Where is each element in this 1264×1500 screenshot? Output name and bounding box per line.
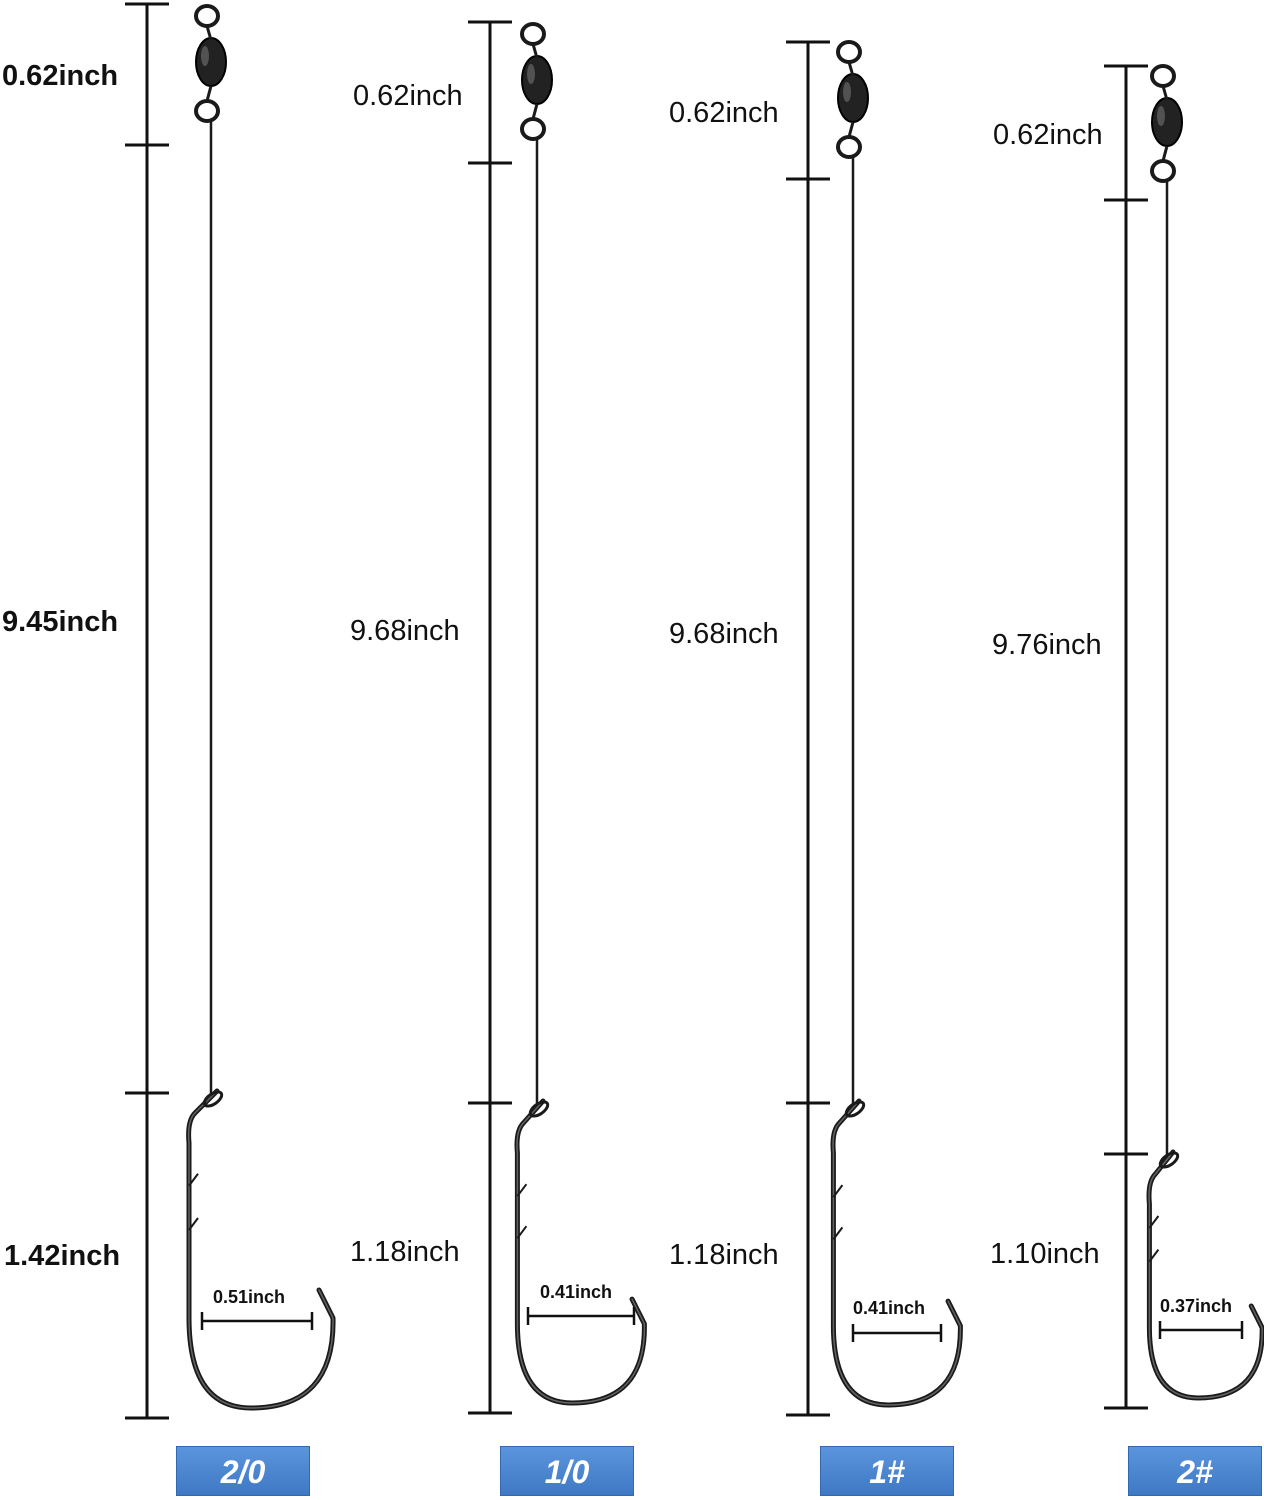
rig-2-hook-eye (528, 1100, 550, 1118)
rig-3-swivel-length: 0.62inch (669, 97, 779, 129)
rig-4-swivel-link (1161, 85, 1169, 101)
rig-2-swivel-length: 0.62inch (353, 80, 463, 112)
rig-4-hook-shine (1148, 1151, 1263, 1399)
rig-1-hook-length: 1.42inch (4, 1240, 121, 1272)
rig-1-leader-length: 9.45inch (2, 606, 119, 638)
rig-4-swivel-top-eye (1150, 64, 1176, 88)
rig-2-leader-length: 9.68inch (350, 615, 460, 647)
rig-2-swivel-highlight (527, 64, 535, 84)
rig-2-swivel-top-eye (520, 22, 546, 46)
rig-4-hook-length: 1.10inch (990, 1238, 1100, 1270)
rig-4-swivel-barrel (1151, 97, 1183, 147)
rig-3-swivel-link (847, 61, 855, 77)
rig-4-swivel-length: 0.62inch (993, 119, 1103, 151)
rig-3-size-badge: 1# (820, 1446, 954, 1496)
rig-1-size-badge: 2/0 (176, 1446, 310, 1496)
rig-3-swivel-barrel (837, 73, 869, 123)
rig-3-swivel-top-eye (836, 40, 862, 64)
rig-3-hook-barb (832, 1226, 844, 1241)
rig-2-hook-gap: 0.41inch (540, 1282, 613, 1302)
rig-1-swivel-link (205, 85, 213, 102)
rig-4-size-badge: 2# (1128, 1446, 1262, 1496)
rig-1-hook-shine (187, 1090, 334, 1409)
rig-3-swivel-bottom-eye (836, 135, 862, 159)
rig-4-hook-gap: 0.37inch (1160, 1296, 1233, 1316)
rig-4-hook-eye (1158, 1151, 1180, 1169)
rig-2-swivel-bottom-eye (520, 117, 546, 141)
rig-4-swivel-highlight (1157, 106, 1165, 126)
rig-3-hook-shine (832, 1100, 962, 1406)
rig-3-hook (830, 1098, 963, 1408)
rig-2-hook (514, 1098, 647, 1406)
rig-4-swivel-link (1161, 145, 1169, 162)
rig-2-hook-shine (516, 1100, 646, 1404)
rig-1-swivel-top-eye (194, 4, 220, 28)
rig-1-hook (186, 1088, 336, 1411)
rig-1-swivel-link (205, 25, 213, 41)
rig-2-hook-barb (516, 1183, 528, 1197)
rig-2-swivel-link (531, 43, 539, 59)
rig-2-swivel-link (531, 103, 539, 120)
rig-2-hook-length: 1.18inch (350, 1236, 460, 1268)
rig-4-hook (1146, 1149, 1264, 1401)
rig-3-hook-gap: 0.41inch (853, 1298, 926, 1318)
rig-1-hook-barb (188, 1173, 199, 1187)
rig-2-size-badge: 1/0 (500, 1446, 634, 1496)
rig-1-swivel-barrel (195, 37, 227, 87)
rig-1-swivel-length: 0.62inch (2, 60, 119, 92)
rig-3-swivel-highlight (843, 82, 851, 102)
rig-3-hook-length: 1.18inch (669, 1239, 779, 1271)
rig-1-swivel-highlight (201, 46, 209, 66)
rig-4-swivel-bottom-eye (1150, 159, 1176, 183)
rig-2-hook-barb (516, 1225, 528, 1239)
rig-4-hook-barb (1148, 1248, 1160, 1263)
rig-1-swivel-bottom-eye (194, 99, 220, 123)
rig-2-swivel-barrel (521, 55, 553, 105)
rig-4-hook-barb (1148, 1215, 1160, 1229)
rig-1-hook-eye (202, 1090, 224, 1108)
rig-3-hook-eye (844, 1100, 866, 1118)
rig-4-leader-length: 9.76inch (992, 629, 1102, 661)
rig-3-swivel-link (847, 121, 855, 138)
rig-1-hook-barb (188, 1217, 199, 1231)
rig-1-hook-gap: 0.51inch (213, 1287, 286, 1307)
rig-3-hook-barb (832, 1184, 844, 1198)
rig-3-leader-length: 9.68inch (669, 618, 779, 650)
